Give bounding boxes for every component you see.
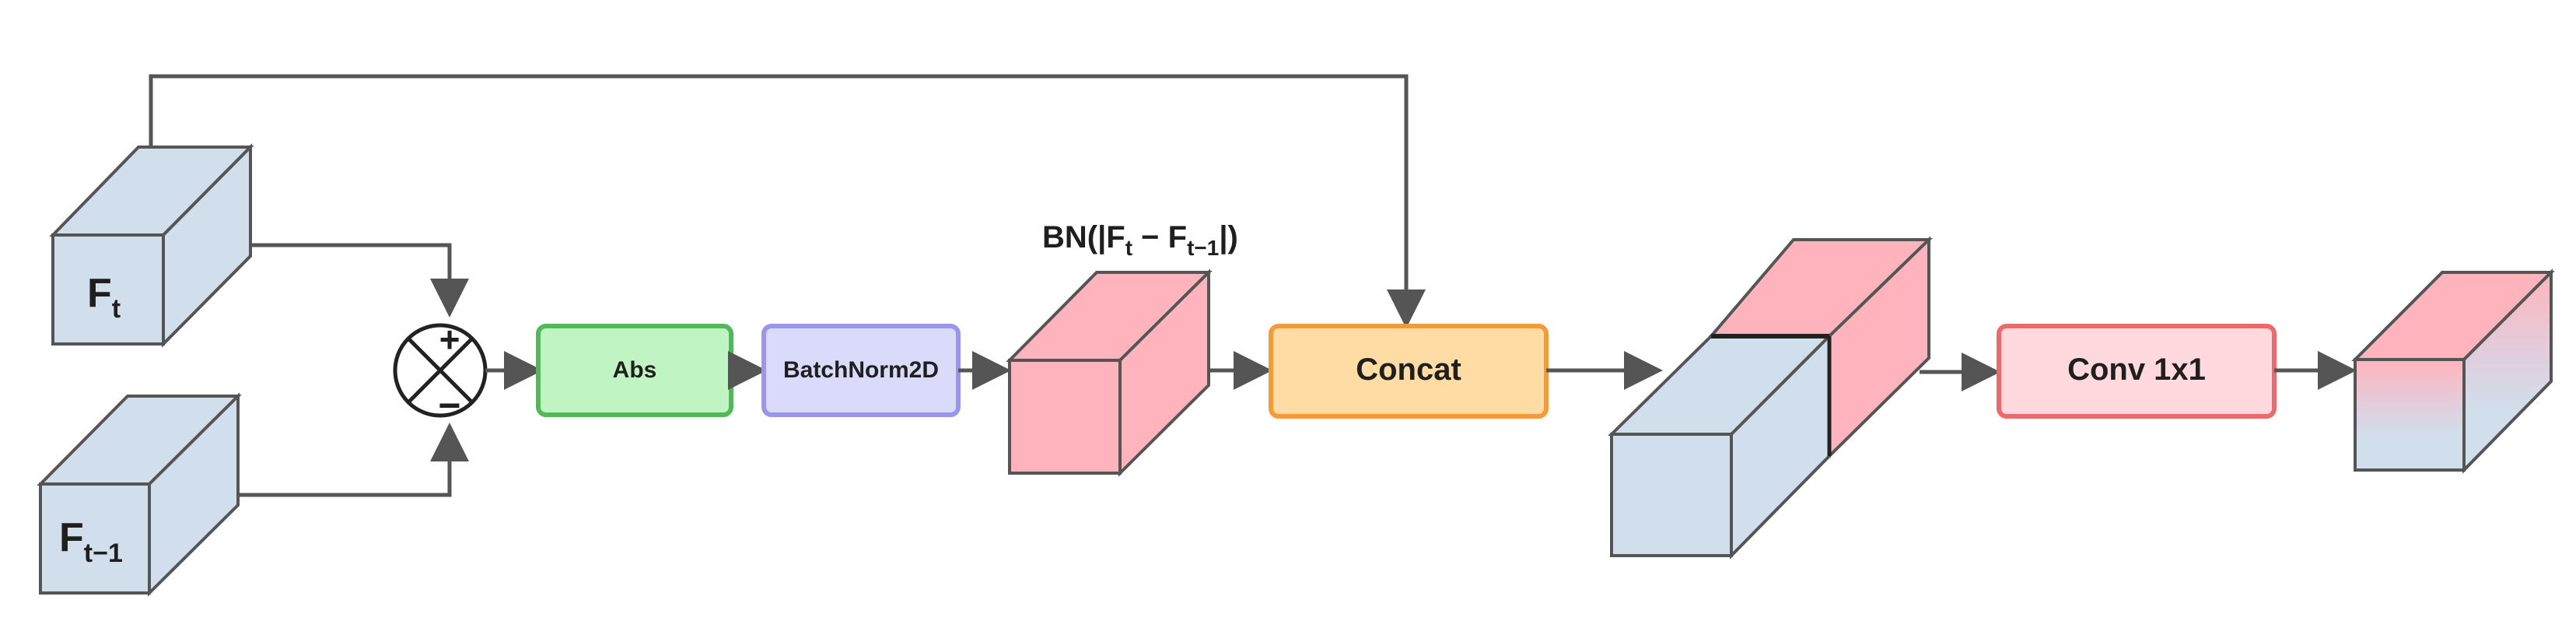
plus-sign: + (439, 319, 460, 360)
connector-ft1-to-op (238, 423, 469, 497)
skip-connection (149, 74, 1426, 328)
output-cube (2351, 268, 2555, 474)
bn-output-cube (1006, 268, 1213, 477)
tensor-ft-label: Ft (87, 271, 121, 324)
connector-ft-to-op (250, 243, 469, 318)
tensor-ft1-label: Ft−1 (59, 515, 123, 568)
concat-label: Concat (1356, 353, 1461, 387)
abs-block: Abs (536, 324, 733, 417)
subtract-operator: + − (393, 319, 488, 427)
tensor-ft-cube: Ft (49, 143, 254, 348)
batchnorm-label: BatchNorm2D (783, 357, 939, 383)
batchnorm-block: BatchNorm2D (761, 324, 961, 417)
bn-caption: BN(|Ft − Ft−1|) (1042, 220, 1238, 260)
conv-label: Conv 1x1 (2067, 353, 2206, 387)
concatenated-tensor (1608, 236, 1933, 560)
minus-sign: − (438, 384, 460, 427)
tensor-ft1-cube: Ft−1 (37, 392, 242, 597)
abs-label: Abs (613, 357, 657, 383)
conv-block: Conv 1x1 (1997, 324, 2277, 419)
concat-block: Concat (1269, 324, 1549, 419)
